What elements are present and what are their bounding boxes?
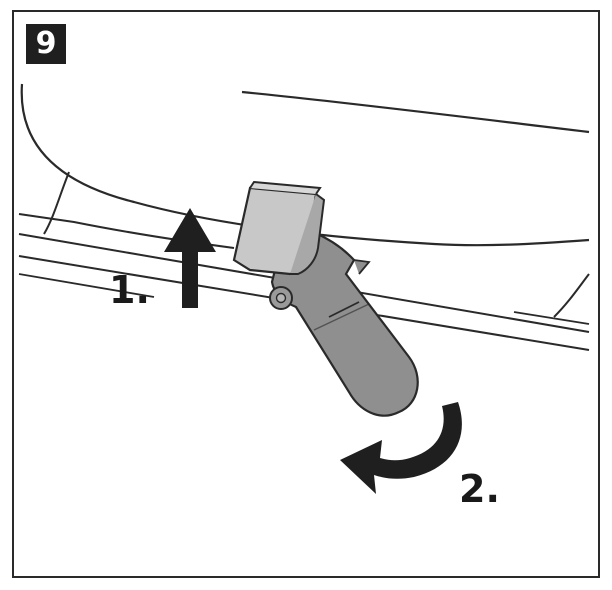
step-label-1: 1.: [109, 268, 150, 312]
step-label-2: 2.: [459, 467, 500, 511]
latch-handle: [269, 228, 419, 417]
curved-arrow-icon: [340, 402, 462, 494]
up-arrow-icon: [164, 208, 216, 308]
base-rail-3: [18, 273, 155, 298]
shell-line-left: [43, 171, 70, 235]
latch-clip: [232, 180, 326, 276]
diagram-frame: 9 1.: [12, 10, 600, 578]
seat-top-line-1: [241, 90, 590, 134]
base-rail-right: [513, 311, 590, 325]
illustration: [18, 83, 590, 494]
base-curve-right: [553, 273, 590, 318]
step-number-badge: 9: [26, 24, 66, 64]
